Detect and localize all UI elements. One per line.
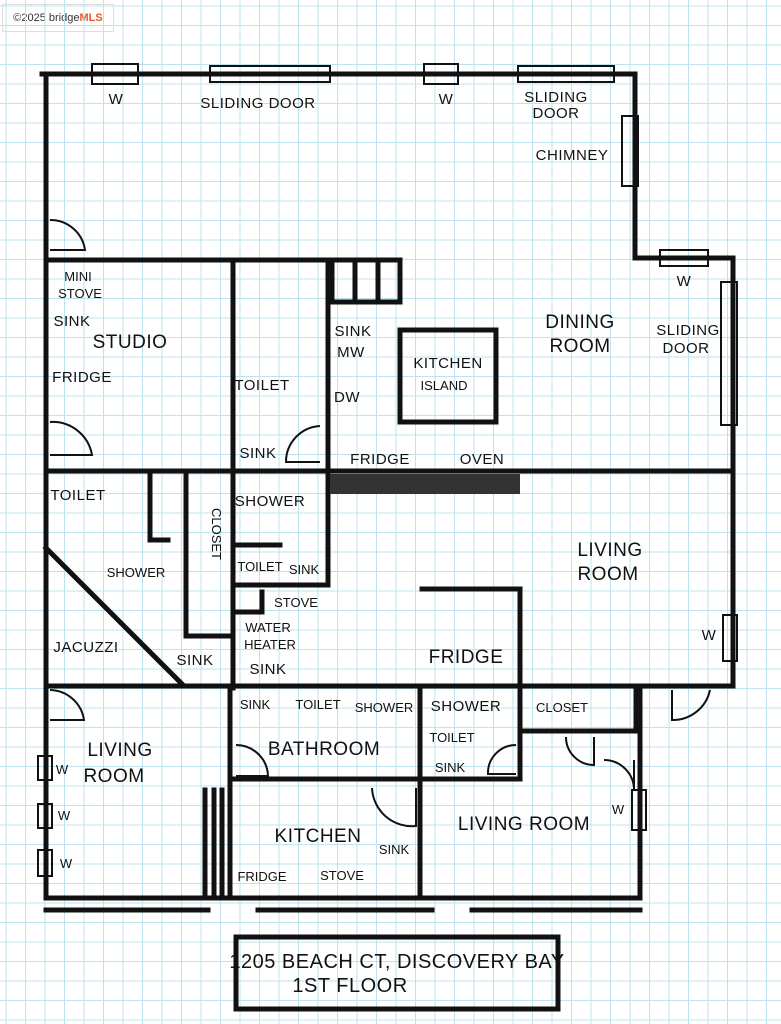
walls xyxy=(39,71,736,913)
sink-label: SINK xyxy=(334,323,371,340)
water-heater-label: WATER xyxy=(245,620,291,635)
toilet-label: TOILET xyxy=(295,697,340,712)
window-label: W xyxy=(58,808,71,823)
mini-stove-label: STOVE xyxy=(58,286,102,301)
water-heater-label: HEATER xyxy=(244,637,296,652)
stove-label: STOVE xyxy=(274,595,318,610)
address-title: 1205 BEACH CT, DISCOVERY BAY xyxy=(229,951,564,973)
studio-label: STUDIO xyxy=(93,332,168,353)
dining-room-label: DINING xyxy=(545,312,615,333)
toilet-label: TOILET xyxy=(429,730,474,745)
sliding-door-label: DOOR xyxy=(533,105,580,122)
microwave-label: MW xyxy=(337,344,365,361)
living-room-label: ROOM xyxy=(577,564,638,585)
toilet-label: TOILET xyxy=(50,487,105,504)
floor-title: 1ST FLOOR xyxy=(292,975,407,997)
living-room-label: ROOM xyxy=(83,766,144,787)
shower-label: SHOWER xyxy=(355,700,414,715)
shower-label: SHOWER xyxy=(235,493,306,510)
title-block: 1205 BEACH CT, DISCOVERY BAY 1ST FLOOR xyxy=(229,934,564,1012)
sliding-door-label: SLIDING xyxy=(656,322,720,339)
shower-label: SHOWER xyxy=(431,698,502,715)
window-label: W xyxy=(56,762,69,777)
oven-label: OVEN xyxy=(460,451,505,468)
sliding-door-label: SLIDING xyxy=(524,89,588,106)
sink-label: SINK xyxy=(176,652,213,669)
fridge-label: FRIDGE xyxy=(237,869,286,884)
toilet-label: TOILET xyxy=(234,377,289,394)
fridge-label: FRIDGE xyxy=(429,647,504,668)
fridge-label: FRIDGE xyxy=(350,451,410,468)
window-label: W xyxy=(677,273,692,290)
kitchen-island-label: KITCHEN xyxy=(413,355,482,372)
shower-label: SHOWER xyxy=(107,565,166,580)
living-room-label: LIVING ROOM xyxy=(458,814,590,835)
window-label: W xyxy=(702,627,717,644)
kitchen-island-label: ISLAND xyxy=(421,378,468,393)
window-label: W xyxy=(60,856,73,871)
living-room-label: LIVING xyxy=(577,540,642,561)
closet-label: CLOSET xyxy=(536,700,588,715)
fridge-label: FRIDGE xyxy=(52,369,112,386)
dining-room-label: ROOM xyxy=(549,336,610,357)
dishwasher-label: DW xyxy=(334,389,360,406)
sliding-door-label: DOOR xyxy=(663,340,710,357)
chimney-label: CHIMNEY xyxy=(536,147,609,164)
sink-label: SINK xyxy=(240,697,271,712)
living-room-label: LIVING xyxy=(87,740,152,761)
window-label: W xyxy=(439,91,454,108)
toilet-label: TOILET xyxy=(237,559,282,574)
stove-label: STOVE xyxy=(320,868,364,883)
sink-label: SINK xyxy=(379,842,410,857)
room-labels: W SLIDING DOOR W SLIDING DOOR CHIMNEY W … xyxy=(50,89,719,884)
window-label: W xyxy=(612,802,625,817)
bridgemls-watermark: ©2025 bridgeMLS xyxy=(2,4,114,32)
sink-label: SINK xyxy=(239,445,276,462)
kitchen-label: KITCHEN xyxy=(275,826,362,847)
closet-label: CLOSET xyxy=(209,508,224,560)
sink-label: SINK xyxy=(249,661,286,678)
sink-label: SINK xyxy=(435,760,466,775)
bathroom-label: BATHROOM xyxy=(268,739,380,760)
fixtures xyxy=(37,63,738,899)
mini-stove-label: MINI xyxy=(64,269,91,284)
window-label: W xyxy=(109,91,124,108)
sink-label: SINK xyxy=(289,562,320,577)
sliding-door-label: SLIDING DOOR xyxy=(200,95,315,112)
jacuzzi-label: JACUZZI xyxy=(53,639,118,656)
sink-label: SINK xyxy=(53,313,90,330)
